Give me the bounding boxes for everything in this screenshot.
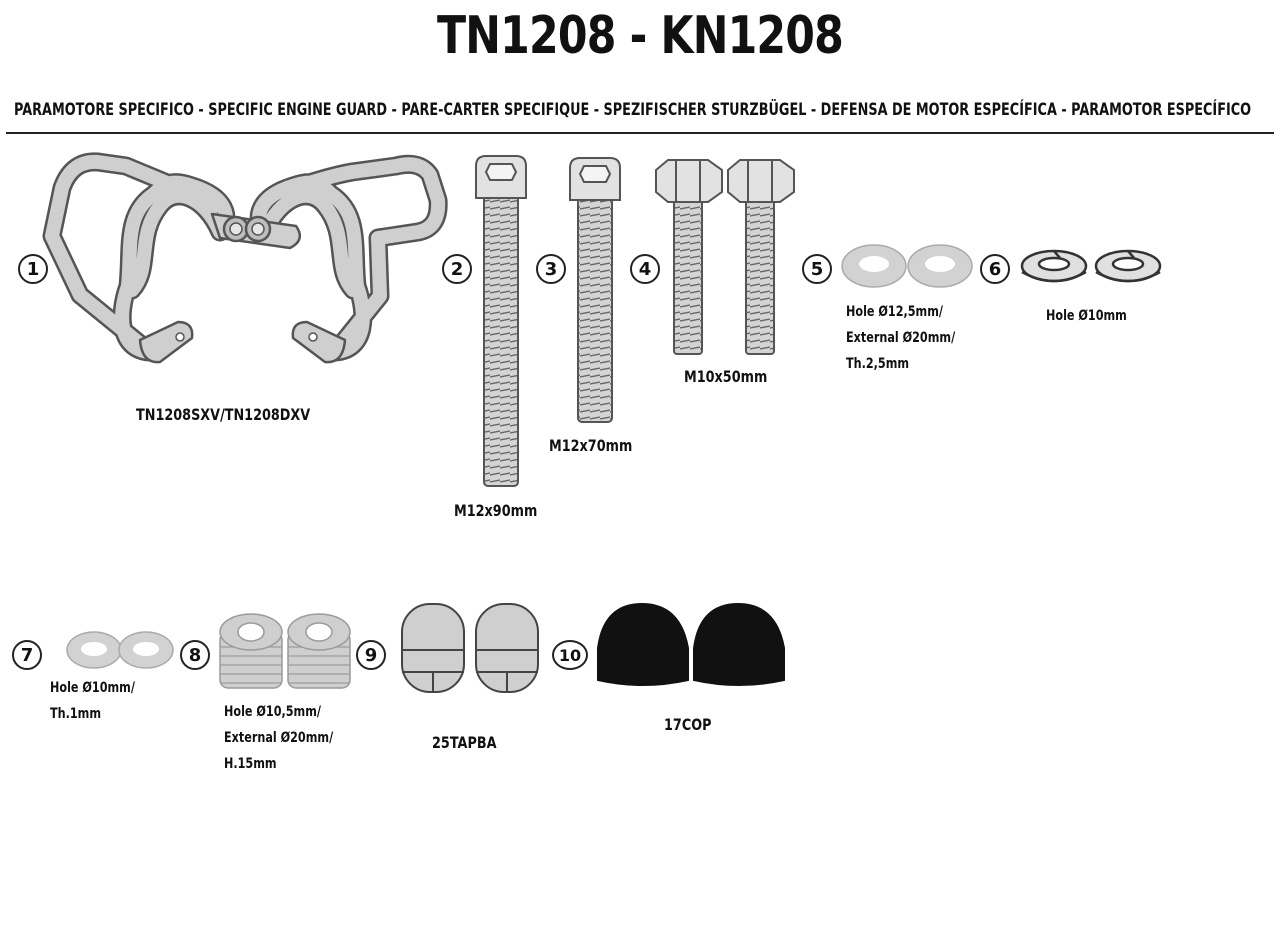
part-label-8-line-2: External Ø20mm/ xyxy=(224,730,334,746)
part-number-6: 6 xyxy=(980,254,1010,284)
part-label-9: 25TAPBA xyxy=(432,733,497,752)
socket-cap-bolt-icon xyxy=(475,155,527,487)
spring-washer-icon xyxy=(1020,249,1162,283)
part-label-5-line-2: External Ø20mm/ xyxy=(846,330,956,346)
plug-cap-icon xyxy=(401,603,539,693)
page-title: TN1208 - KN1208 xyxy=(437,6,844,66)
part-label-4: M10x50mm xyxy=(684,367,768,386)
part-number-7: 7 xyxy=(12,640,42,670)
part-label-5-line-3: Th.2,5mm xyxy=(846,356,910,372)
part-label-7-line-2: Th.1mm xyxy=(50,706,102,722)
part-number-2: 2 xyxy=(442,254,472,284)
flat-washer-icon xyxy=(66,631,174,669)
spacer-icon xyxy=(219,613,351,689)
flat-washer-icon xyxy=(841,244,973,288)
part-label-8-line-3: H.15mm xyxy=(224,756,277,772)
header-divider xyxy=(6,132,1274,134)
part-label-7-line-1: Hole Ø10mm/ xyxy=(50,680,135,696)
part-number-8: 8 xyxy=(180,640,210,670)
socket-cap-bolt-icon xyxy=(569,157,621,423)
part-label-3: M12x70mm xyxy=(549,436,633,455)
part-label-2: M12x90mm xyxy=(454,501,538,520)
hex-bolt-icon xyxy=(655,159,795,355)
part-number-10: 10 xyxy=(552,640,588,670)
part-label-8-line-1: Hole Ø10,5mm/ xyxy=(224,704,321,720)
part-label-5-line-1: Hole Ø12,5mm/ xyxy=(846,304,943,320)
engine-guard-bars-icon xyxy=(42,152,448,364)
part-number-1: 1 xyxy=(18,254,48,284)
part-number-4: 4 xyxy=(630,254,660,284)
part-number-3: 3 xyxy=(536,254,566,284)
part-label-10: 17COP xyxy=(664,715,712,734)
part-number-5: 5 xyxy=(802,254,832,284)
part-label-6: Hole Ø10mm xyxy=(1046,308,1127,324)
cap-nut-cover-icon xyxy=(597,602,785,686)
page-subtitle: PARAMOTORE SPECIFICO - SPECIFIC ENGINE G… xyxy=(14,100,1252,120)
part-label-1: TN1208SXV/TN1208DXV xyxy=(136,405,311,424)
part-number-9: 9 xyxy=(356,640,386,670)
